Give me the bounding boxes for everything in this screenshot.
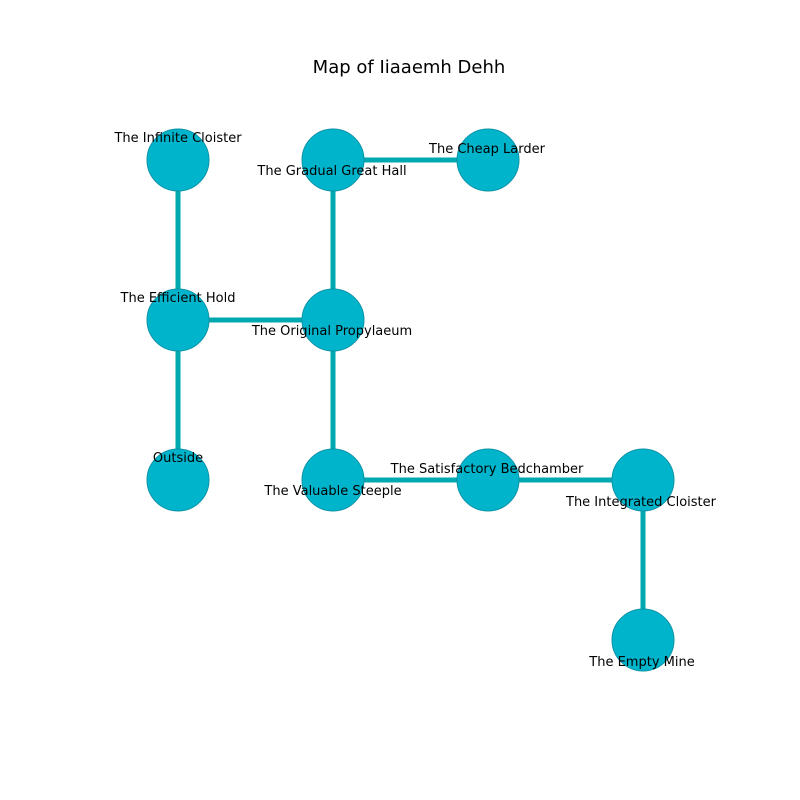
connections-layer	[175, 157, 646, 640]
room-node-valuable-steeple	[301, 448, 365, 512]
room-label-cheap-larder: The Cheap Larder	[428, 142, 546, 157]
room-label-gradual-great-hall: The Gradual Great Hall	[256, 164, 406, 179]
room-label-valuable-steeple: The Valuable Steeple	[263, 484, 401, 499]
room-label-original-propylaeum: The Original Propylaeum	[251, 324, 412, 339]
room-label-empty-mine: The Empty Mine	[588, 655, 694, 670]
room-node-outside	[146, 448, 210, 512]
room-label-outside: Outside	[153, 451, 203, 466]
room-node-gradual-great-hall	[301, 128, 365, 192]
room-label-efficient-hold: The Efficient Hold	[120, 291, 236, 306]
room-node-empty-mine	[611, 608, 675, 672]
room-node-infinite-cloister	[146, 128, 210, 192]
room-node-cheap-larder	[456, 128, 520, 192]
room-label-integrated-cloister: The Integrated Cloister	[565, 495, 717, 510]
room-label-infinite-cloister: The Infinite Cloister	[113, 131, 242, 146]
room-node-efficient-hold	[146, 288, 210, 352]
room-label-satisfactory-bedchamber: The Satisfactory Bedchamber	[390, 462, 584, 477]
map-title: Map of Iiaaemh Dehh	[313, 57, 506, 78]
room-node-satisfactory-bedchamber	[456, 448, 520, 512]
room-node-original-propylaeum	[301, 288, 365, 352]
rooms-layer	[146, 128, 675, 672]
room-node-integrated-cloister	[611, 448, 675, 512]
